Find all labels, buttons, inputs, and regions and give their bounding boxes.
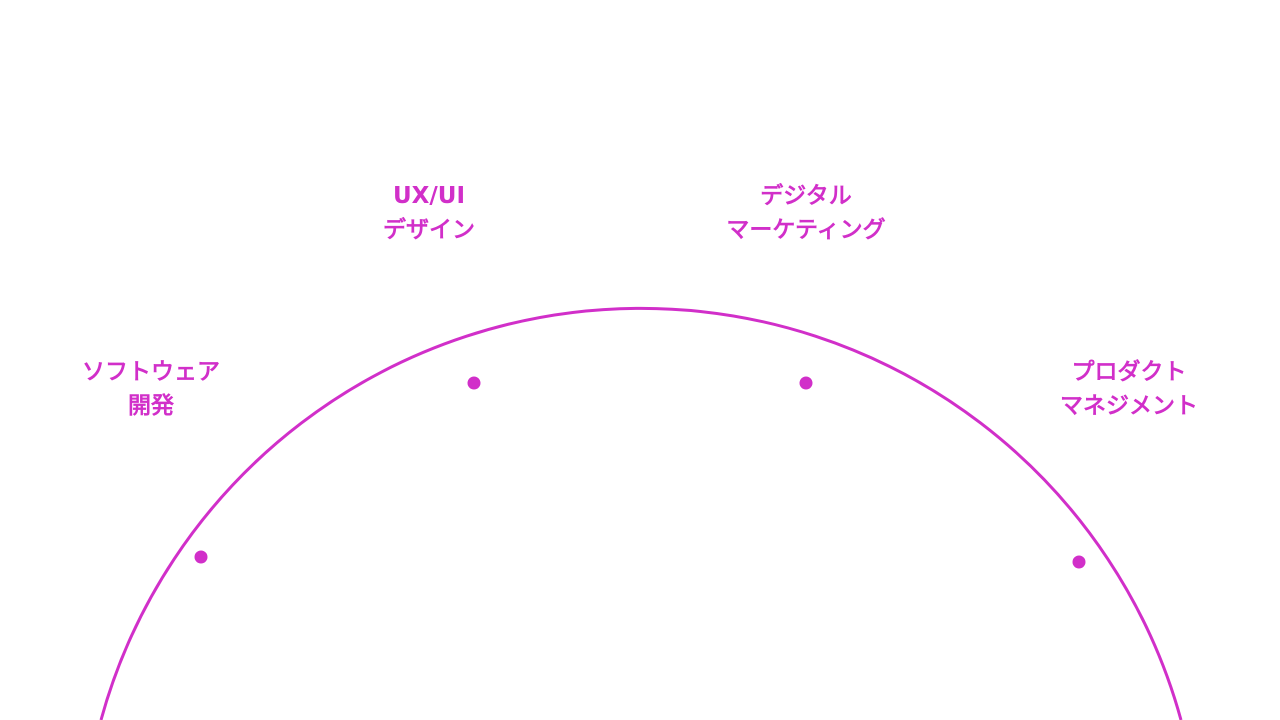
node-label-product-management: プロダクト マネジメント	[1060, 355, 1198, 423]
node-label-line: マネジメント	[1060, 393, 1198, 419]
node-label-line: プロダクト	[1071, 359, 1187, 385]
node-label-line: デザイン	[383, 217, 475, 243]
node-label-software-development: ソフトウェア 開発	[82, 355, 220, 423]
node-label-digital-marketing: デジタル マーケティング	[726, 179, 885, 247]
node-label-line: 開発	[128, 393, 174, 419]
node-label-line: ソフトウェア	[82, 359, 220, 385]
node-dot-ux-ui-design	[460, 369, 488, 397]
node-dot-product-management	[1065, 548, 1093, 576]
node-dot-digital-marketing	[792, 369, 820, 397]
node-label-ux-ui-design: UX/UI デザイン	[383, 179, 475, 247]
node-label-line: マーケティング	[726, 217, 886, 243]
semicircle-arc	[99, 306, 1183, 720]
node-label-line: デジタル	[760, 183, 852, 209]
node-label-line: UX/UI	[392, 183, 466, 209]
node-dot-software-development	[187, 543, 215, 571]
